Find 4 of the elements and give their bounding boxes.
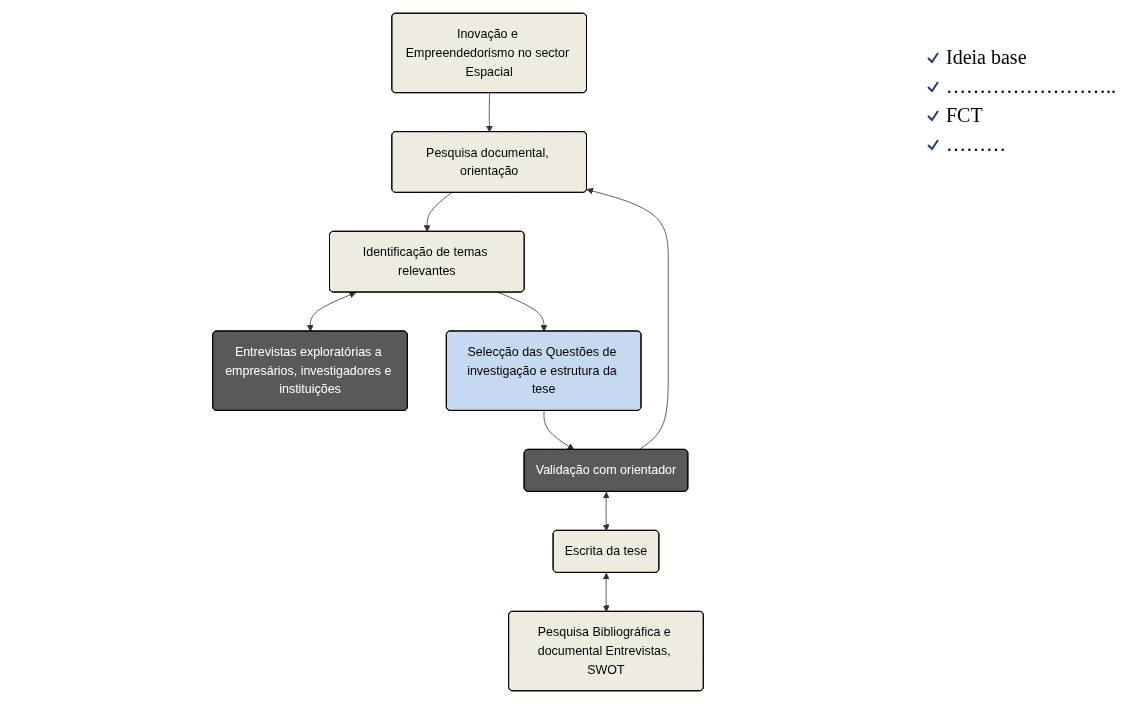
note-text: FCT: [946, 104, 983, 127]
note-text: ………: [946, 133, 1006, 156]
note-text: Ideia base: [946, 46, 1027, 69]
note-text: ……………………..: [946, 75, 1116, 98]
